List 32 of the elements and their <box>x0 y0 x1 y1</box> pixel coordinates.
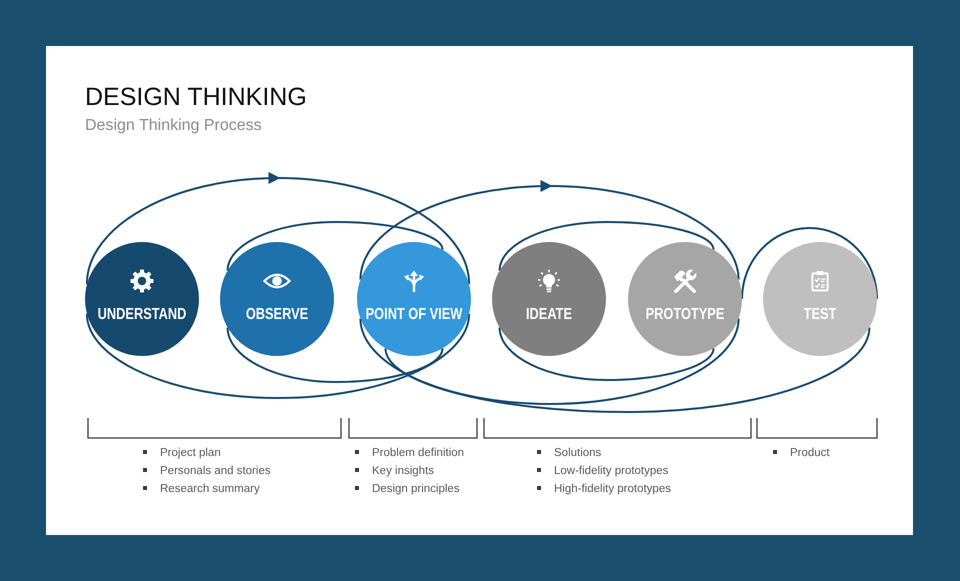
stage-label: TEST <box>804 306 836 324</box>
curved-line <box>741 227 878 300</box>
slide-title: DESIGN THINKING <box>85 82 307 112</box>
list-item: Project plan <box>143 446 221 460</box>
list-item: Personals and stories <box>143 464 271 478</box>
list-item: High-fidelity prototypes <box>537 482 671 496</box>
list-item: Product <box>773 446 830 460</box>
curved-line <box>498 327 714 381</box>
list-item: Key insights <box>355 464 434 478</box>
stage-circle <box>357 242 471 356</box>
curved-line <box>550 185 740 280</box>
curved-line <box>498 221 714 271</box>
subtitle: Design Thinking Process <box>85 116 262 136</box>
list-item: Design principles <box>355 482 460 496</box>
stage-label: PROTOTYPE <box>646 306 724 324</box>
curved-line <box>86 314 470 399</box>
curved-line <box>359 318 740 405</box>
list-item: Problem definition <box>355 446 464 460</box>
curved-line <box>226 221 444 271</box>
curved-arrow <box>359 180 552 280</box>
list-item: Research summary <box>143 482 260 496</box>
stage-label: IDEATE <box>526 306 572 324</box>
curved-arrow <box>86 172 280 284</box>
list-item: Solutions <box>537 446 602 460</box>
stage-circle <box>628 242 742 356</box>
curved-line <box>278 177 470 284</box>
curved-line <box>226 327 444 383</box>
stage-label: POINT OF VIEW <box>366 306 462 324</box>
stage-label: UNDERSTAND <box>98 306 186 324</box>
stage-label: OBSERVE <box>246 306 308 324</box>
list-item: Low-fidelity prototypes <box>537 464 668 478</box>
curved-line <box>384 327 870 413</box>
